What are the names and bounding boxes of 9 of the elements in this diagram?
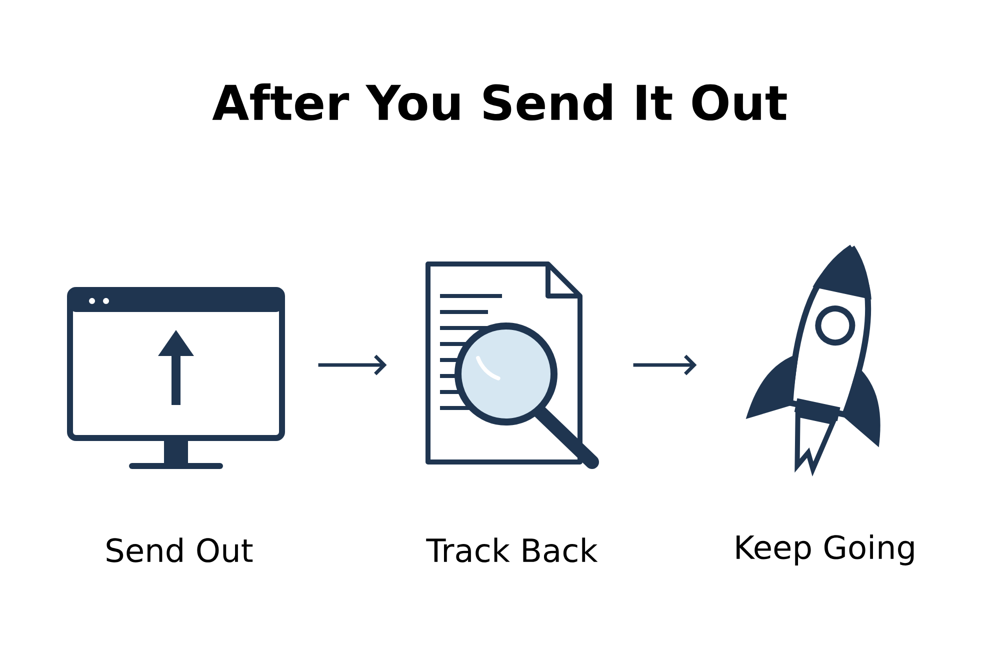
step-label: Keep Going: [736, 534, 914, 566]
title: After You Send It Out: [212, 83, 787, 121]
document-search-icon: [426, 262, 599, 469]
arrow: [318, 354, 387, 376]
rocket-icon: [746, 244, 880, 476]
step-label: Send Out: [106, 538, 253, 562]
step-label: Track Back: [426, 538, 598, 562]
monitor-icon: [67, 287, 285, 469]
arrow: [633, 354, 697, 376]
